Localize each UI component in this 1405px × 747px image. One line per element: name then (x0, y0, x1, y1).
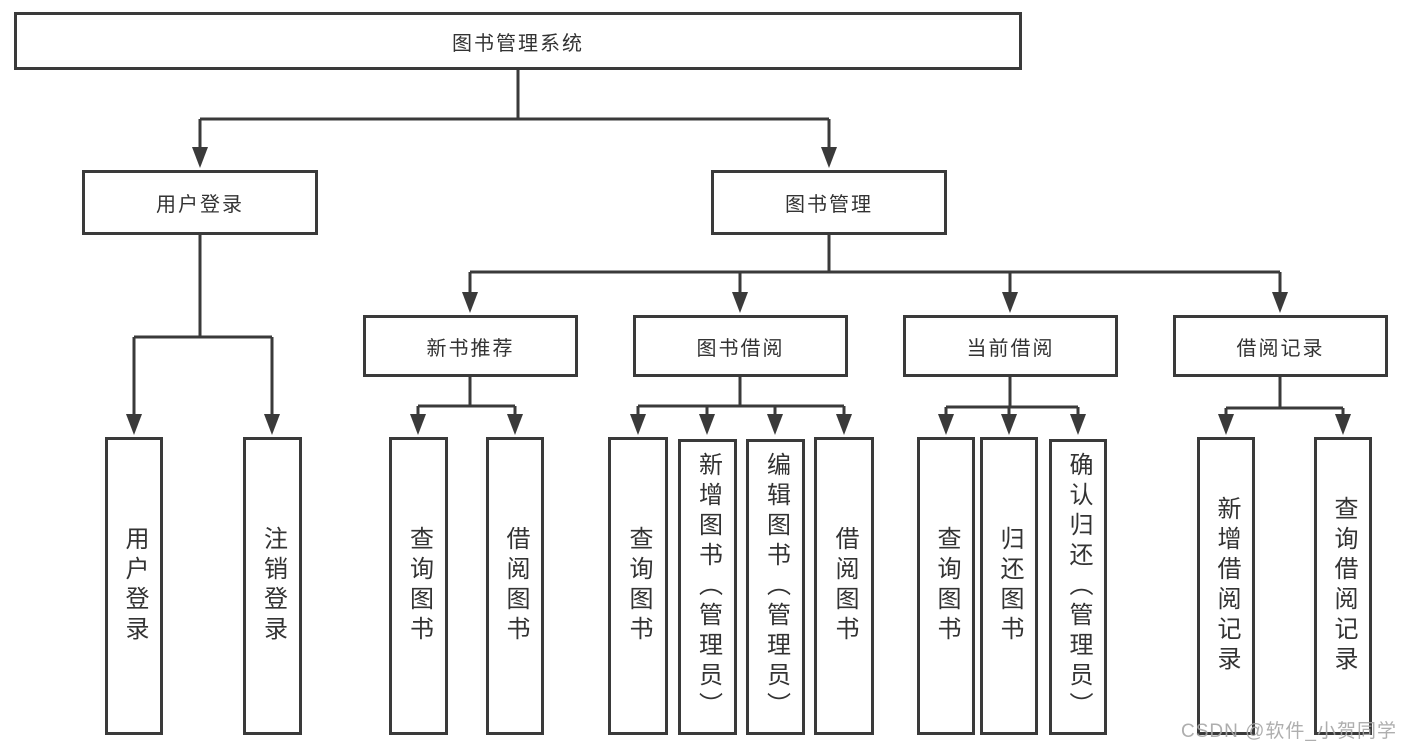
edge-borrow-to-leaves (636, 375, 846, 418)
leaf-query-borrow-record: 查询借阅记录 (1314, 437, 1372, 735)
node-current-borrow-label: 当前借阅 (966, 337, 1055, 360)
leaf-return-book: 归还图书 (980, 437, 1038, 735)
leaf-confirm-return-admin: 确认归还（管理员） (1049, 439, 1107, 735)
leaf-borrow-borrow-book: 借阅图书 (814, 437, 874, 735)
arrowhead-icon (1335, 414, 1351, 435)
node-book-management-label: 图书管理 (785, 194, 873, 216)
node-book-borrow: 图书借阅 (633, 315, 848, 377)
node-root: 图书管理系统 (14, 12, 1022, 70)
node-borrow-records: 借阅记录 (1173, 315, 1388, 377)
leaf-user-login: 用户登录 (105, 437, 163, 735)
node-new-book-recommend: 新书推荐 (363, 315, 578, 377)
node-root-label: 图书管理系统 (452, 32, 584, 55)
leaf-query-borrow-record-label: 查询借阅记录 (1330, 496, 1357, 676)
leaf-add-book-admin: 新增图书（管理员） (678, 439, 737, 735)
leaf-add-book-admin-label: 新增图书（管理员） (694, 452, 722, 722)
leaf-user-login-label: 用户登录 (121, 526, 148, 646)
arrowhead-icon (192, 147, 208, 168)
arrowhead-icon (1070, 414, 1086, 435)
arrowhead-icon (767, 414, 783, 435)
leaf-borrow-query-book-label: 查询图书 (625, 526, 652, 646)
leaf-recommend-query-book-label: 查询图书 (405, 526, 433, 646)
edge-records-to-leaves (1224, 377, 1345, 418)
leaf-return-book-label: 归还图书 (996, 526, 1023, 646)
leaf-borrow-borrow-book-label: 借阅图书 (831, 526, 858, 646)
node-book-borrow-label: 图书借阅 (696, 337, 785, 360)
leaf-edit-book-admin: 编辑图书（管理员） (746, 439, 805, 735)
arrowhead-icon (126, 414, 142, 435)
node-current-borrow: 当前借阅 (903, 315, 1118, 377)
edge-bookmgmt-to-level3 (468, 235, 1282, 296)
leaf-confirm-return-admin-label: 确认归还（管理员） (1065, 452, 1092, 722)
node-user-login-label: 用户登录 (156, 194, 244, 216)
arrowhead-icon (732, 292, 748, 313)
arrowhead-icon (507, 414, 523, 435)
node-new-book-recommend-label: 新书推荐 (426, 337, 515, 360)
edge-current-to-leaves (944, 377, 1080, 418)
arrowhead-icon (1002, 292, 1018, 313)
csdn-watermark: CSDN @软件_小贺同学 (1181, 721, 1397, 742)
node-book-management: 图书管理 (711, 170, 947, 235)
arrowhead-icon (462, 292, 478, 313)
leaf-add-borrow-record: 新增借阅记录 (1197, 437, 1255, 735)
leaf-current-query-book-label: 查询图书 (933, 526, 960, 646)
leaf-recommend-borrow-book: 借阅图书 (486, 437, 544, 735)
connector-edges (132, 70, 1345, 418)
arrowhead-icon (264, 414, 280, 435)
arrowhead-icon (1001, 414, 1017, 435)
edge-newbook-to-leaves (416, 375, 517, 418)
leaf-recommend-query-book: 查询图书 (389, 437, 448, 735)
arrowhead-icon (938, 414, 954, 435)
arrowhead-icon (821, 147, 837, 168)
arrowhead-icon (699, 414, 715, 435)
leaf-recommend-borrow-book-label: 借阅图书 (502, 526, 529, 646)
leaf-edit-book-admin-label: 编辑图书（管理员） (762, 452, 790, 722)
node-borrow-records-label: 借阅记录 (1236, 337, 1325, 360)
arrowhead-icon (1272, 292, 1288, 313)
leaf-logout: 注销登录 (243, 437, 302, 735)
edge-root-to-level2 (198, 70, 831, 150)
arrowheads (126, 147, 1351, 435)
arrowhead-icon (630, 414, 646, 435)
arrowhead-icon (410, 414, 426, 435)
node-user-login: 用户登录 (82, 170, 318, 235)
leaf-current-query-book: 查询图书 (917, 437, 975, 735)
edge-userlogin-to-leaves (132, 235, 274, 418)
arrowhead-icon (1218, 414, 1234, 435)
leaf-logout-label: 注销登录 (259, 526, 287, 646)
leaf-borrow-query-book: 查询图书 (608, 437, 668, 735)
arrowhead-icon (836, 414, 852, 435)
leaf-add-borrow-record-label: 新增借阅记录 (1213, 496, 1240, 676)
